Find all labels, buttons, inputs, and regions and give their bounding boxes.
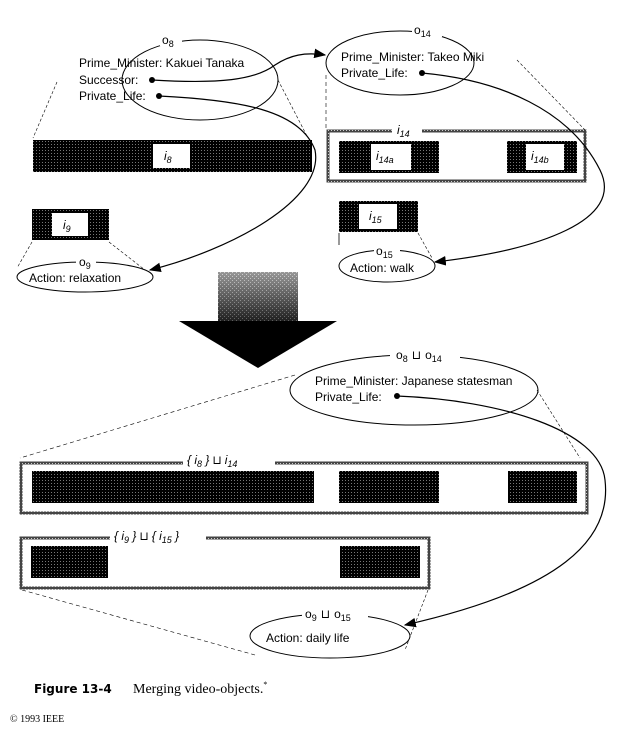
o14-attr-prime-minister: Prime_Minister: Takeo Miki xyxy=(341,50,484,64)
object-o14: o14 Prime_Minister: Takeo Miki Private_L… xyxy=(325,23,484,96)
object-merged-o9-o15: o9⊔o15 Action: daily life xyxy=(249,605,411,659)
interval-i8: i8 xyxy=(33,140,312,172)
o9-attr-action: Action: relaxation xyxy=(29,271,121,285)
private-life-arrow-o9 xyxy=(148,95,317,273)
o15-attr-action: Action: walk xyxy=(350,261,415,275)
figure-caption: Merging video-objects.* xyxy=(133,680,267,697)
object-o8: o8 Prime_Minister: Kakuei Tanaka Success… xyxy=(79,32,279,121)
o14-label: o14 xyxy=(414,23,431,39)
i8-label: i8 xyxy=(164,149,172,165)
merged-o8-o14-label: o8⊔o14 xyxy=(396,348,442,364)
segment-i8 xyxy=(32,471,314,503)
segment-i14b xyxy=(508,471,577,503)
object-o15: o15 Action: walk xyxy=(338,244,436,283)
merged-o9-o15-label: o9⊔o15 xyxy=(305,607,351,623)
interval-merged-i8-i14: { i8 }⊔i14 xyxy=(19,452,589,515)
merged-o9-o15-attr-action: Action: daily life xyxy=(266,631,350,645)
object-o9: o9 Action: relaxation xyxy=(16,255,154,293)
merged-private-life-arrow xyxy=(396,395,607,628)
o8-attr-successor: Successor: xyxy=(79,73,138,87)
i14b-label: i14b xyxy=(531,149,549,165)
successor-arrow xyxy=(151,48,327,83)
i9-label: i9 xyxy=(63,218,71,234)
interval-i14: i14 i14a i14b xyxy=(326,123,587,183)
projection-line xyxy=(32,81,58,139)
merge-arrow-icon xyxy=(179,272,337,368)
object-merged-o8-o14: o8⊔o14 Prime_Minister: Japanese statesma… xyxy=(289,347,539,426)
interval-i9: i9 xyxy=(32,209,109,240)
segment-i9 xyxy=(31,546,108,578)
merged-top-label: { i8 }⊔i14 xyxy=(187,453,237,469)
o9-label: o9 xyxy=(79,255,91,271)
o8-attr-private-life: Private_Life: xyxy=(79,89,146,103)
merged-bottom-label: { i9 }⊔{ i15 } xyxy=(114,529,179,545)
private-life-arrow-o15 xyxy=(421,72,605,266)
figure-label: Figure 13-4 xyxy=(34,682,112,696)
i14a-label: i14a xyxy=(376,149,394,165)
i15-label: i15 xyxy=(369,209,383,225)
segment-i14a xyxy=(339,471,439,503)
interval-i15: i15 xyxy=(339,201,418,232)
merged-attr-private-life: Private_Life: xyxy=(315,390,382,404)
merged-attr-prime-minister: Prime_Minister: Japanese statesman xyxy=(315,374,512,388)
projection-line xyxy=(277,79,309,139)
segment-i15 xyxy=(340,546,420,578)
o14-attr-private-life: Private_Life: xyxy=(341,66,408,80)
o15-label: o15 xyxy=(376,244,393,260)
i14-label: i14 xyxy=(397,123,410,139)
o8-attr-prime-minister: Prime_Minister: Kakuei Tanaka xyxy=(79,56,245,70)
interval-merged-i9-i15: { i9 }⊔{ i15 } xyxy=(19,528,431,590)
copyright: © 1993 IEEE xyxy=(10,714,64,725)
o8-label: o8 xyxy=(162,33,174,49)
